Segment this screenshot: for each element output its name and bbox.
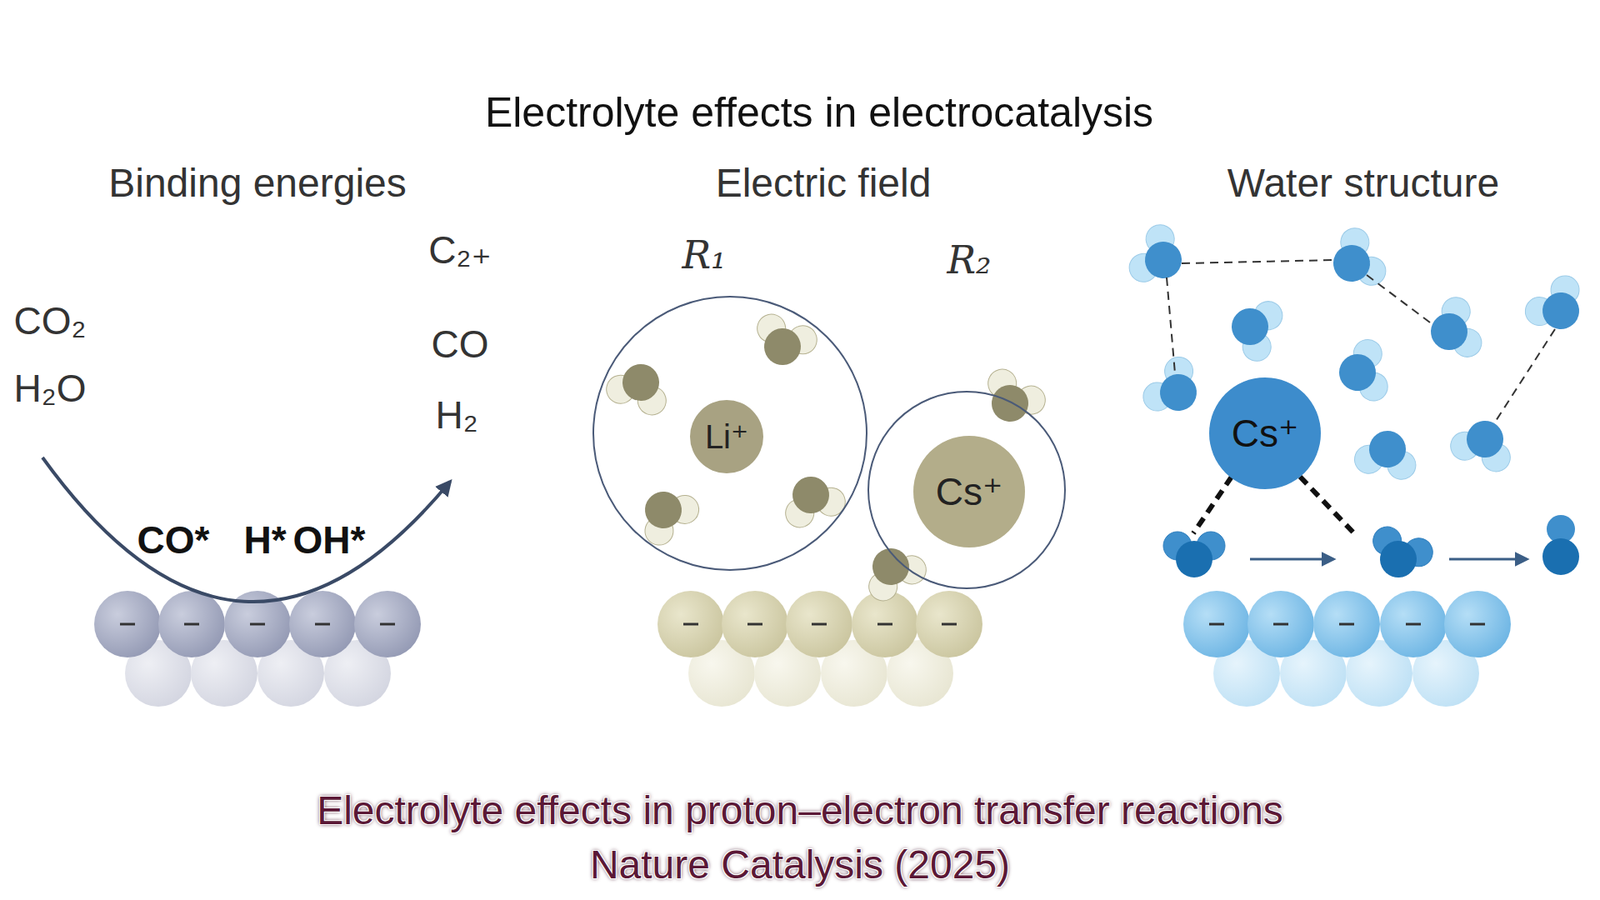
solvation-shell: R₁Li⁺ [592,295,868,571]
electrode-atom [1380,590,1447,658]
product-label: CO [431,323,490,366]
negative-charge [184,623,200,626]
cation: Cs⁺ [913,435,1025,548]
negative-charge [877,623,893,626]
water-molecule [1352,425,1421,482]
electrode [94,590,1511,707]
reactant-label: H₂O [14,367,87,410]
water-molecule [1163,531,1225,578]
negative-charge [811,623,827,626]
cation: Li⁺ [690,400,764,474]
negative-charge [1209,623,1225,626]
ion-label: Cs⁺ [1231,412,1300,455]
negative-charge [120,623,135,626]
transfer-arrows [1250,558,1527,561]
electrode-atom [289,590,356,658]
electrode-atom [94,590,161,658]
cation: Cs⁺ [1209,377,1321,490]
electrode-atom [1183,590,1250,658]
ion-label: Li⁺ [705,418,749,455]
negative-charge [747,623,763,626]
negative-charge [941,623,957,626]
water-molecule [1222,291,1287,365]
source-label: Nature Catalysis (2025) [590,843,1010,888]
radius-label: R₁ [681,234,726,277]
panel-heading: Water structure [1227,161,1500,206]
adsorbate-label: OH* [293,519,366,562]
water-molecule [1334,337,1390,406]
electrode-atom [158,590,225,658]
electrode-atom [721,590,789,658]
water-molecule [628,475,705,551]
ion-label: Cs⁺ [935,470,1004,514]
title: Electrolyte effects in electrocatalysis [485,90,1154,136]
electrode-atom [785,590,853,658]
product-label: C₂₊ [428,229,491,272]
electrode-atom [657,590,725,658]
caption: Electrolyte effects in proton–electron t… [316,789,1284,834]
product-label: H₂ [435,394,478,437]
negative-charge [380,623,395,626]
electrode-atom [1247,590,1315,658]
water-molecule [1363,522,1437,587]
water-molecule [1446,411,1520,476]
reaction-arc [42,457,450,602]
reactant-label: CO₂ [14,300,87,343]
negative-charge [1273,623,1289,626]
water-molecule [602,355,676,420]
negative-charge [315,623,330,626]
radius-label: R₂ [946,239,991,282]
water-molecule [775,467,850,532]
electrode-atom [1444,590,1511,658]
negative-charge [1405,623,1421,626]
surface-oh [1542,515,1580,575]
electrode-atom [915,590,983,658]
water-molecule [1519,270,1596,345]
water-molecule [1320,222,1391,300]
adsorbate-label: H* [243,519,286,562]
negative-charge [683,623,699,626]
electrode-atom [1313,590,1380,658]
adsorbate-label: CO* [137,519,210,562]
water-molecule [855,535,932,606]
negative-charge [1339,623,1355,626]
panel-heading: Binding energies [108,161,407,206]
negative-charge [1470,623,1485,626]
electrode-atom [354,590,421,658]
water-molecule [747,310,821,375]
water-molecules [602,219,1597,606]
solvation-shell: R₂Cs⁺ [867,390,1066,590]
water-molecule [1124,219,1195,296]
panel-heading: Electric field [715,161,932,206]
water-molecule [1421,293,1486,367]
negative-charge [250,623,265,626]
